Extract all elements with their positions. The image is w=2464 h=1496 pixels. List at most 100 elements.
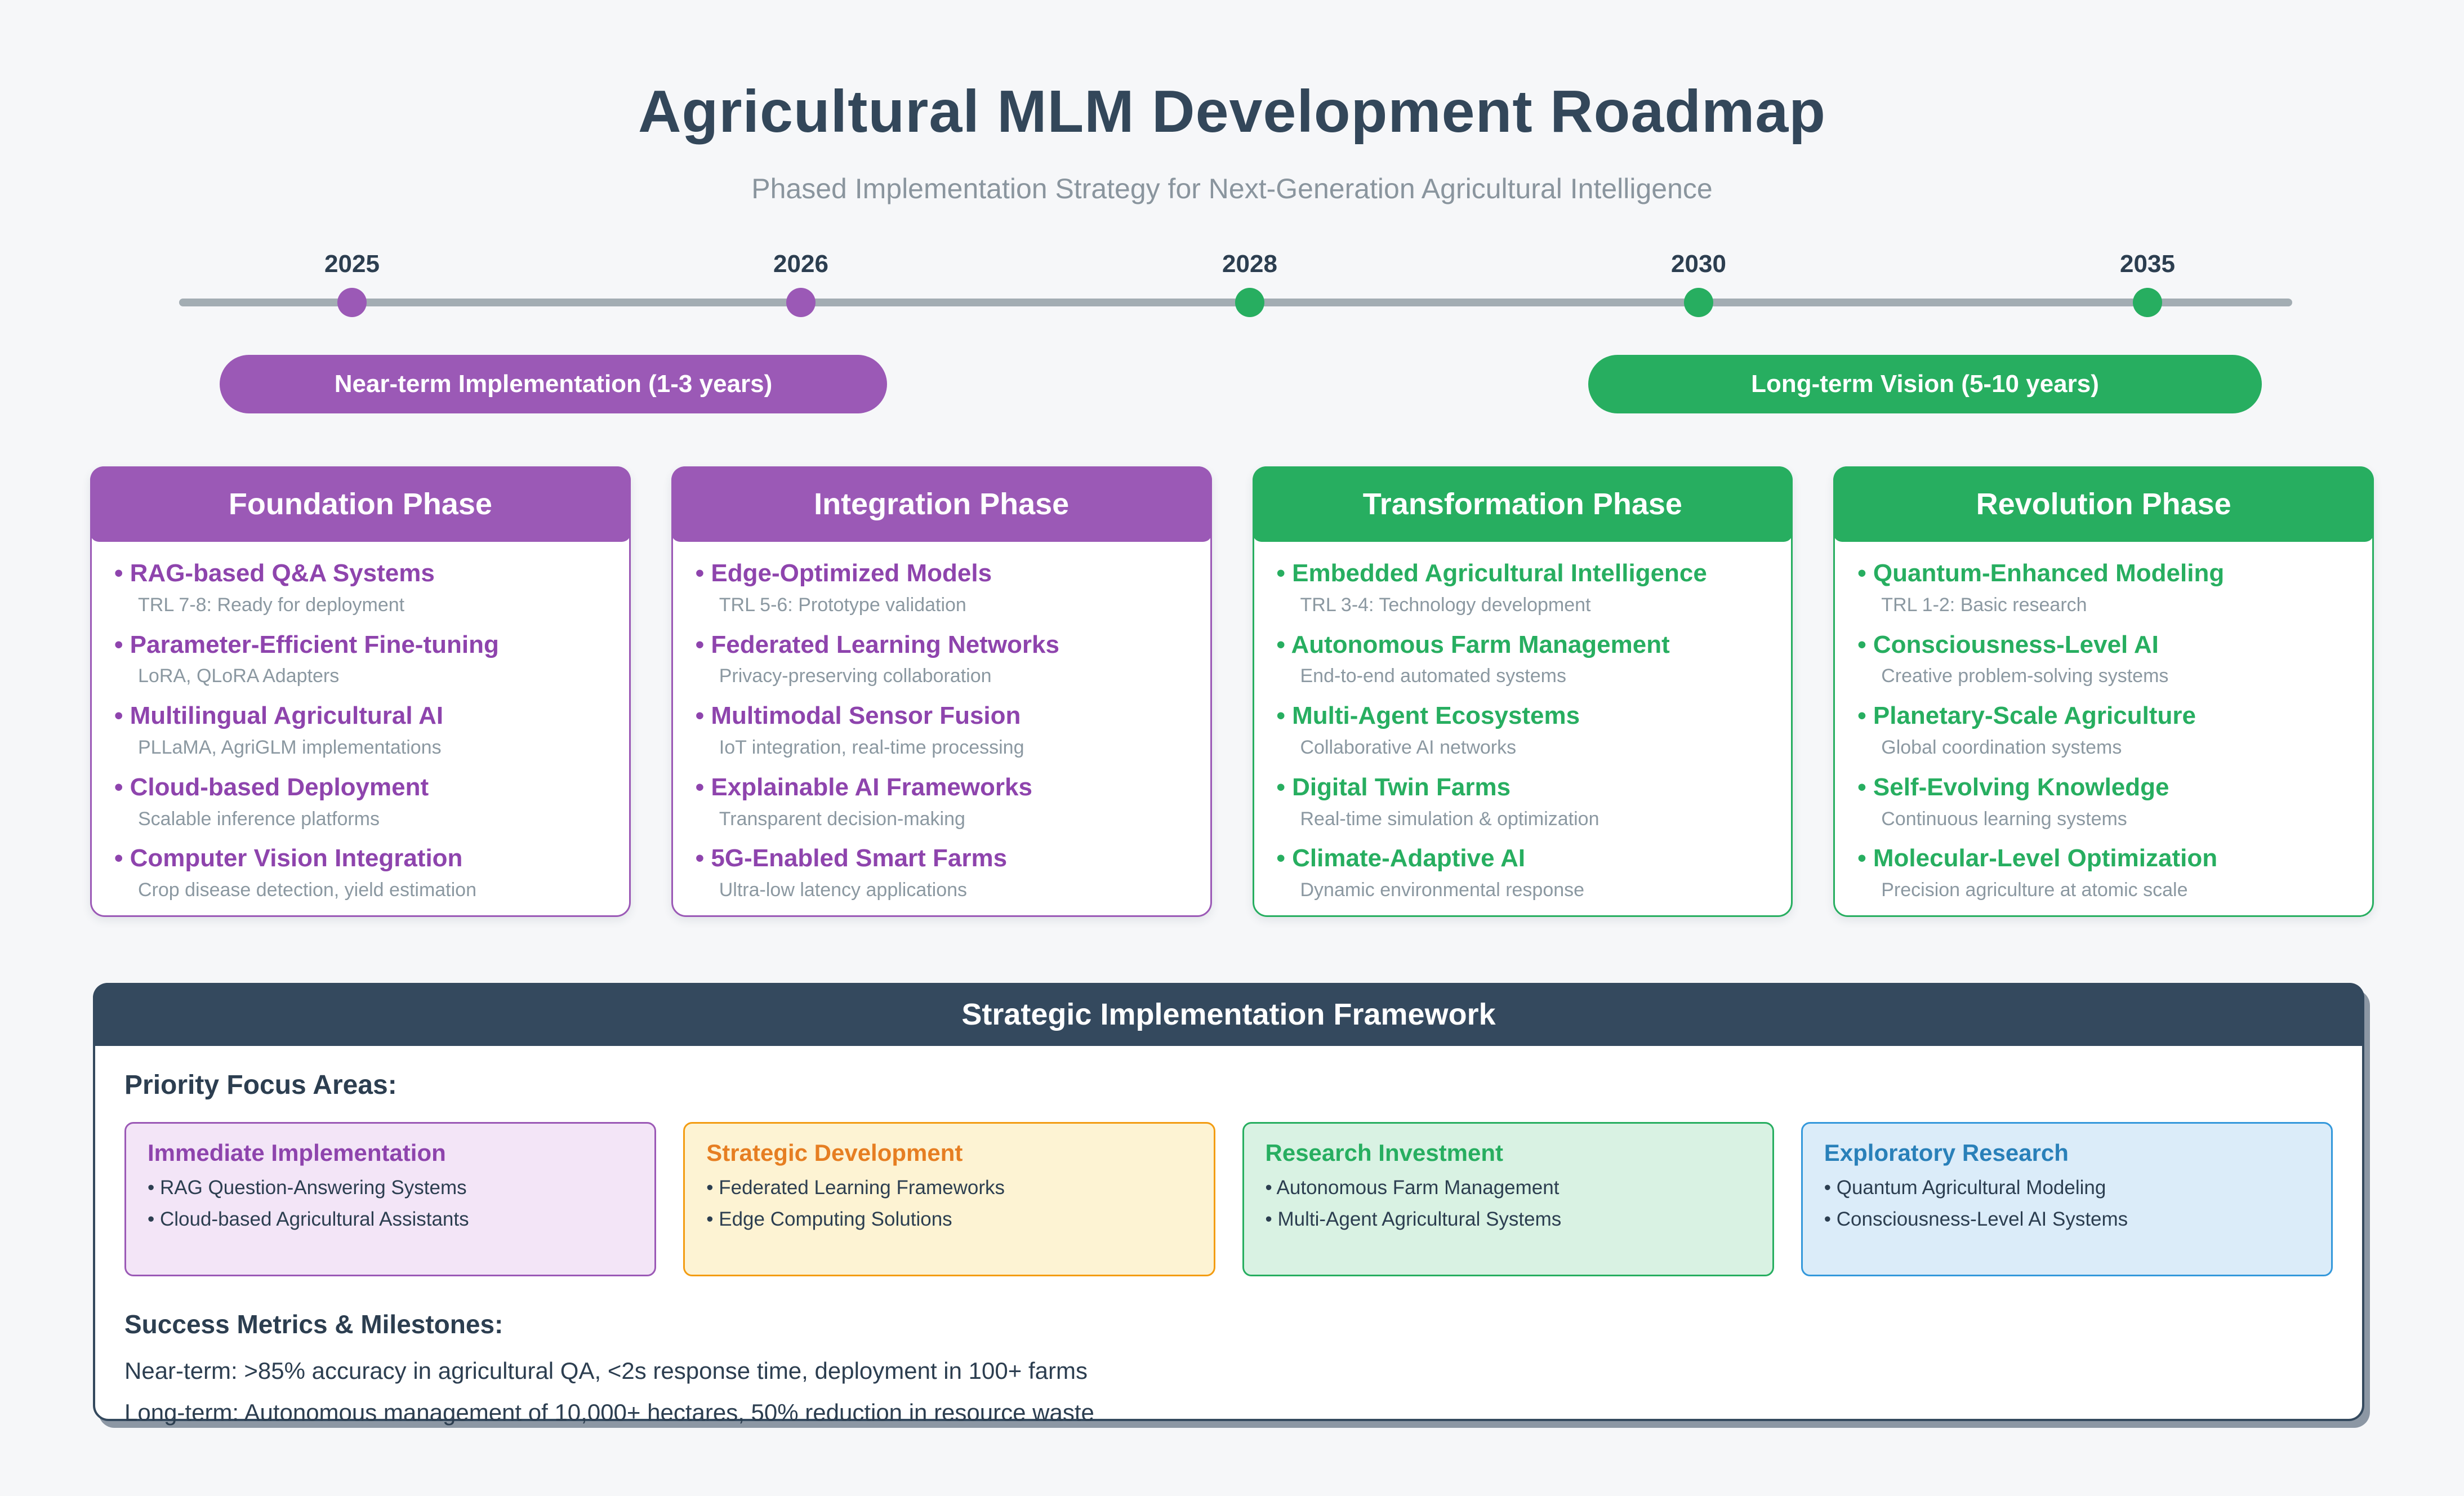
phase-card-header: Foundation Phase xyxy=(90,466,631,542)
phase-item-title: Cloud-based Deployment xyxy=(114,773,610,803)
focus-area-exploratory-research: Exploratory Research Quantum Agricultura… xyxy=(1801,1122,2333,1276)
phase-item: Parameter-Efficient Fine-tuning LoRA, QL… xyxy=(114,630,610,688)
phase-card-integration: Integration Phase Edge-Optimized Models … xyxy=(671,466,1212,917)
timeline-dot xyxy=(1235,288,1264,317)
phase-item-title: Climate-Adaptive AI xyxy=(1277,844,1772,874)
phase-item-title: Consciousness-Level AI xyxy=(1857,630,2353,660)
near-term-pill: Near-term Implementation (1-3 years) xyxy=(220,355,887,413)
phase-card-transformation: Transformation Phase Embedded Agricultur… xyxy=(1252,466,1793,917)
timeline-dot xyxy=(2133,288,2162,317)
page-title: Agricultural MLM Development Roadmap xyxy=(638,78,1826,145)
phase-card-body: Embedded Agricultural Intelligence TRL 3… xyxy=(1254,542,1792,902)
phase-card-body: Quantum-Enhanced Modeling TRL 1-2: Basic… xyxy=(1835,542,2372,902)
phase-item: Consciousness-Level AI Creative problem-… xyxy=(1857,630,2353,688)
focus-area-item: Autonomous Farm Management xyxy=(1266,1176,1751,1200)
phase-item-subtitle: Precision agriculture at atomic scale xyxy=(1881,879,2188,901)
focus-area-title: Immediate Implementation xyxy=(148,1139,446,1166)
phase-item-title: Parameter-Efficient Fine-tuning xyxy=(114,630,610,660)
phase-item-subtitle: PLLaMA, AgriGLM implementations xyxy=(138,736,442,758)
focus-area-title: Research Investment xyxy=(1265,1139,1504,1166)
phase-item: Computer Vision Integration Crop disease… xyxy=(114,844,610,902)
phase-item-title: Multimodal Sensor Fusion xyxy=(696,701,1191,731)
focus-area-item: Federated Learning Frameworks xyxy=(706,1176,1192,1200)
phase-item: Cloud-based Deployment Scalable inferenc… xyxy=(114,773,610,831)
phase-card-header: Revolution Phase xyxy=(1833,466,2374,542)
phase-item-subtitle: IoT integration, real-time processing xyxy=(719,736,1024,758)
phase-item-subtitle: TRL 1-2: Basic research xyxy=(1881,594,2087,616)
phase-item: Molecular-Level Optimization Precision a… xyxy=(1857,844,2353,902)
phase-item-subtitle: TRL 3-4: Technology development xyxy=(1300,594,1591,616)
metric-line-long-term: Long-term: Autonomous management of 10,0… xyxy=(124,1399,1094,1426)
phase-cards-row: Foundation Phase RAG-based Q&A Systems T… xyxy=(90,466,2374,917)
phase-item-title: RAG-based Q&A Systems xyxy=(114,559,610,589)
timeline-dot xyxy=(1684,288,1713,317)
phase-item: RAG-based Q&A Systems TRL 7-8: Ready for… xyxy=(114,559,610,617)
timeline-dot xyxy=(786,288,816,317)
phase-item-title: Multi-Agent Ecosystems xyxy=(1277,701,1772,731)
timeline-dot xyxy=(337,288,367,317)
phase-item-title: Molecular-Level Optimization xyxy=(1857,844,2353,874)
timeline-year-label: 2026 xyxy=(773,250,828,278)
phase-card-revolution: Revolution Phase Quantum-Enhanced Modeli… xyxy=(1833,466,2374,917)
focus-area-strategic-development: Strategic Development Federated Learning… xyxy=(683,1122,1215,1276)
focus-area-item: RAG Question-Answering Systems xyxy=(148,1176,633,1200)
phase-item: Planetary-Scale Agriculture Global coord… xyxy=(1857,701,2353,759)
phase-item: Climate-Adaptive AI Dynamic environmenta… xyxy=(1277,844,1772,902)
focus-area-item: Quantum Agricultural Modeling xyxy=(1824,1176,2310,1200)
phase-item: Explainable AI Frameworks Transparent de… xyxy=(696,773,1191,831)
phase-item-title: 5G-Enabled Smart Farms xyxy=(696,844,1191,874)
focus-area-research-investment: Research Investment Autonomous Farm Mana… xyxy=(1242,1122,1774,1276)
phase-item-title: Autonomous Farm Management xyxy=(1277,630,1772,660)
phase-item: Federated Learning Networks Privacy-pres… xyxy=(696,630,1191,688)
phase-item: Multimodal Sensor Fusion IoT integration… xyxy=(696,701,1191,759)
phase-item-subtitle: Dynamic environmental response xyxy=(1300,879,1585,901)
phase-item-title: Digital Twin Farms xyxy=(1277,773,1772,803)
phase-item-title: Edge-Optimized Models xyxy=(696,559,1191,589)
phase-item-title: Quantum-Enhanced Modeling xyxy=(1857,559,2353,589)
phase-item: Self-Evolving Knowledge Continuous learn… xyxy=(1857,773,2353,831)
phase-item-title: Multilingual Agricultural AI xyxy=(114,701,610,731)
phase-item: Digital Twin Farms Real-time simulation … xyxy=(1277,773,1772,831)
phase-item-subtitle: TRL 5-6: Prototype validation xyxy=(719,594,966,616)
framework-panel: Strategic Implementation Framework Prior… xyxy=(93,983,2364,1426)
phase-item-title: Embedded Agricultural Intelligence xyxy=(1277,559,1772,589)
phase-item-subtitle: Privacy-preserving collaboration xyxy=(719,665,992,687)
phase-item-subtitle: Creative problem-solving systems xyxy=(1881,665,2169,687)
phase-item-subtitle: TRL 7-8: Ready for deployment xyxy=(138,594,405,616)
phase-item-subtitle: LoRA, QLoRA Adapters xyxy=(138,665,340,687)
metric-line-near-term: Near-term: >85% accuracy in agricultural… xyxy=(124,1357,1088,1384)
phase-item-subtitle: Global coordination systems xyxy=(1881,736,2122,758)
focus-areas-row: Immediate Implementation RAG Question-An… xyxy=(124,1122,2333,1276)
priority-focus-heading: Priority Focus Areas: xyxy=(124,1070,397,1100)
framework-header: Strategic Implementation Framework xyxy=(93,983,2364,1046)
phase-item-subtitle: Real-time simulation & optimization xyxy=(1300,808,1599,830)
phase-item-subtitle: Continuous learning systems xyxy=(1881,808,2127,830)
timeline-year-label: 2035 xyxy=(2120,250,2175,278)
page-subtitle: Phased Implementation Strategy for Next-… xyxy=(751,173,1713,204)
phase-item-subtitle: Ultra-low latency applications xyxy=(719,879,968,901)
long-term-pill: Long-term Vision (5-10 years) xyxy=(1588,355,2262,413)
phase-item: 5G-Enabled Smart Farms Ultra-low latency… xyxy=(696,844,1191,902)
focus-area-item: Consciousness-Level AI Systems xyxy=(1824,1207,2310,1232)
phase-item-title: Planetary-Scale Agriculture xyxy=(1857,701,2353,731)
phase-card-header: Integration Phase xyxy=(671,466,1212,542)
phase-item-title: Self-Evolving Knowledge xyxy=(1857,773,2353,803)
success-metrics-heading: Success Metrics & Milestones: xyxy=(124,1310,504,1339)
phase-item-title: Federated Learning Networks xyxy=(696,630,1191,660)
phase-item-subtitle: Crop disease detection, yield estimation xyxy=(138,879,476,901)
focus-area-immediate-implementation: Immediate Implementation RAG Question-An… xyxy=(124,1122,657,1276)
phase-item-title: Explainable AI Frameworks xyxy=(696,773,1191,803)
phase-item: Multilingual Agricultural AI PLLaMA, Agr… xyxy=(114,701,610,759)
timeline-year-label: 2030 xyxy=(1671,250,1726,278)
phase-item-subtitle: End-to-end automated systems xyxy=(1300,665,1566,687)
phase-item-subtitle: Collaborative AI networks xyxy=(1300,736,1517,758)
phase-item-subtitle: Scalable inference platforms xyxy=(138,808,380,830)
focus-area-title: Strategic Development xyxy=(706,1139,963,1166)
phase-card-body: Edge-Optimized Models TRL 5-6: Prototype… xyxy=(673,542,1210,902)
phase-item: Quantum-Enhanced Modeling TRL 1-2: Basic… xyxy=(1857,559,2353,617)
phase-card-header: Transformation Phase xyxy=(1252,466,1793,542)
phase-item: Autonomous Farm Management End-to-end au… xyxy=(1277,630,1772,688)
phase-card-body: RAG-based Q&A Systems TRL 7-8: Ready for… xyxy=(92,542,629,902)
phase-card-foundation: Foundation Phase RAG-based Q&A Systems T… xyxy=(90,466,631,917)
